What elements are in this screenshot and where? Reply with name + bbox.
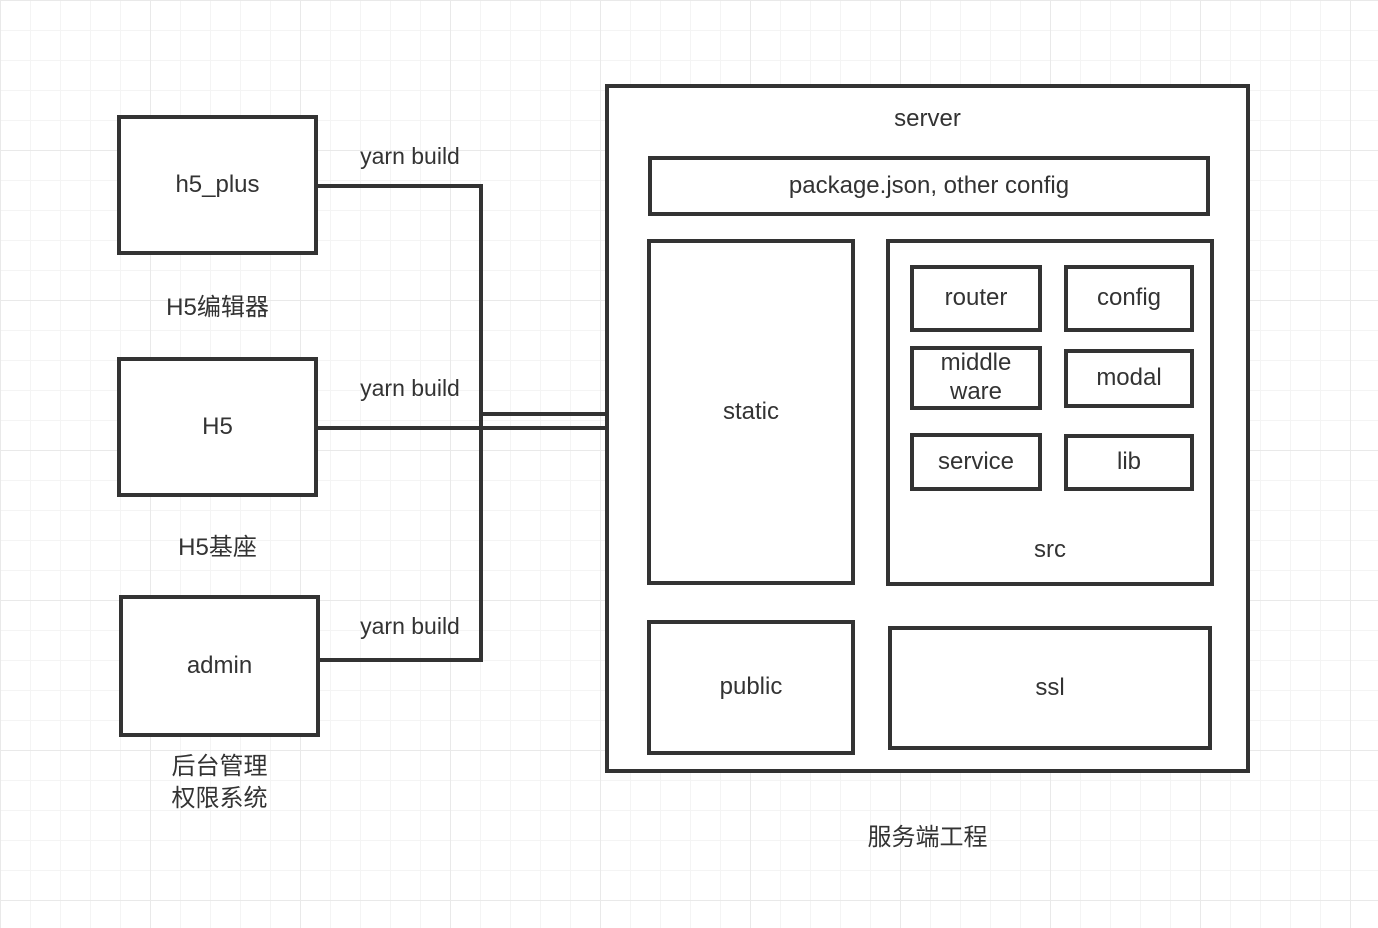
edge-label-yarn-build-1: yarn build: [360, 143, 460, 169]
connector-bus-path: [317, 184, 483, 662]
edge-label-yarn-build-3: yarn build: [360, 613, 460, 639]
module-box-service: service: [910, 433, 1042, 491]
module-box-middleware: middle ware: [910, 346, 1042, 410]
module-box-lib: lib: [1064, 434, 1194, 491]
client-box-h5: H5: [117, 357, 318, 497]
module-box-modal: modal: [1064, 349, 1194, 408]
package-config-box: package.json, other config: [648, 156, 1210, 216]
edge-label-yarn-build-2: yarn build: [360, 375, 460, 401]
module-box-router: router: [910, 265, 1042, 332]
client-caption-h5plus: H5编辑器: [166, 294, 269, 321]
public-box: public: [647, 620, 855, 755]
client-caption-admin: 后台管理 权限系统: [171, 753, 268, 813]
client-caption-h5: H5基座: [178, 534, 257, 561]
server-caption: 服务端工程: [867, 824, 988, 851]
client-box-admin: admin: [119, 595, 320, 737]
src-label: src: [1034, 536, 1066, 563]
module-box-config: config: [1064, 265, 1194, 332]
server-title: server: [894, 105, 961, 132]
ssl-box: ssl: [888, 626, 1212, 750]
client-box-h5plus: h5_plus: [117, 115, 318, 255]
static-box: static: [647, 239, 855, 585]
